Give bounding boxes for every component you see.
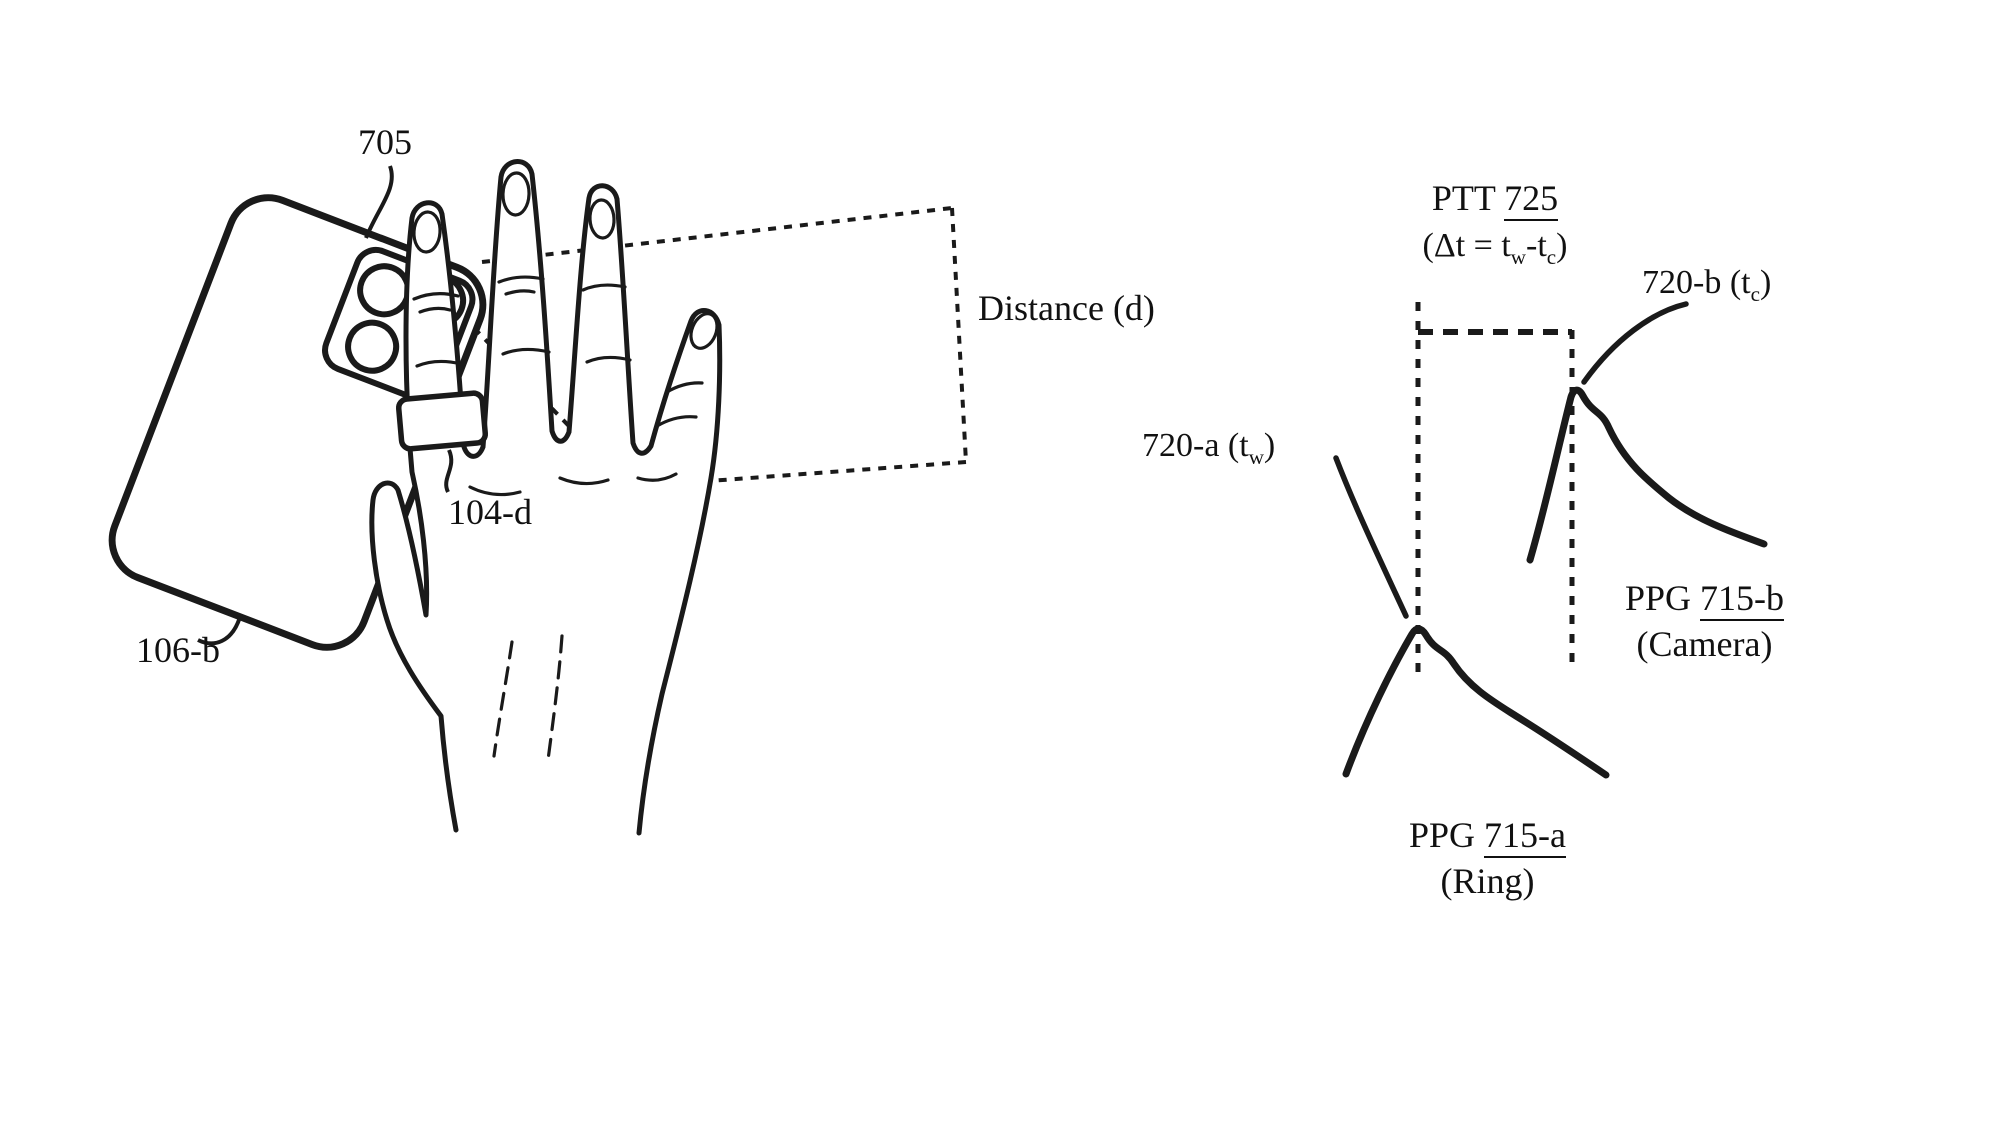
ring-peak-label: 720-a (tw): [1142, 426, 1276, 467]
ring-sensor-group: [395, 390, 489, 452]
palm-line: [492, 640, 514, 758]
ring-band: [395, 390, 489, 452]
finger-crease: [585, 355, 632, 364]
ppg-camera-label: PPG 715-b: [1582, 578, 1827, 621]
knuckle-crease: [636, 472, 678, 482]
camera-ppg-waveform: [1526, 386, 1768, 564]
ppg-ring-ref: 715-a: [1484, 815, 1566, 858]
hand-outline: [369, 159, 723, 836]
hand-details: [412, 171, 719, 762]
fingernail: [501, 171, 531, 217]
device-ref-text: 106-b: [136, 630, 220, 670]
fingernail: [412, 210, 442, 254]
formula-part: -t: [1526, 227, 1547, 264]
ppg-ring-source-text: (Ring): [1440, 861, 1535, 901]
formula-subscript: c: [1546, 244, 1557, 269]
camera-peak-part: ): [1759, 264, 1772, 301]
fov-top-dashed-line: [481, 206, 953, 264]
finger-crease: [655, 415, 698, 428]
finger-crease: [581, 283, 627, 292]
ppg-camera-ref: 715-b: [1700, 578, 1785, 621]
knuckle-crease: [468, 485, 522, 497]
ptt-formula-label: (Δt = tw-tc): [1368, 226, 1622, 267]
camera-peak-part: 720-b (t: [1642, 264, 1751, 301]
distance-label: Distance (d): [978, 288, 1155, 329]
signal-timing-diagram: [1333, 301, 1768, 779]
finger-crease: [665, 381, 704, 394]
camera-peak-subscript: c: [1750, 281, 1760, 306]
camera-peak-label: 720-b (tc): [1642, 263, 1772, 304]
ring-ppg-waveform: [1342, 625, 1610, 779]
ring-peak-subscript: w: [1248, 444, 1264, 469]
finger-crease: [497, 275, 545, 284]
ptt-prefix: PTT: [1431, 178, 1505, 218]
ptt-ref: 725: [1504, 178, 1559, 221]
knuckle-crease: [558, 476, 610, 486]
device-ref-label: 106-b: [108, 630, 248, 671]
finger-crease: [501, 347, 551, 356]
ring-ref-leader-line: [444, 449, 454, 493]
camera-ref-label: 705: [340, 122, 430, 163]
camera-lens-icon: [345, 319, 400, 374]
formula-part: (Δt = t: [1422, 227, 1511, 264]
camera-peak-leader-line: [1581, 301, 1689, 385]
finger-crease: [415, 359, 463, 368]
camera-ref-text: 705: [358, 122, 412, 162]
palm-line: [546, 634, 564, 762]
ring-peak-part: 720-a (t: [1142, 427, 1249, 464]
ppg-camera-prefix: PPG: [1624, 578, 1701, 618]
finger-crease: [418, 306, 452, 314]
fingernail: [689, 312, 719, 350]
distance-right-dashed-edge: [950, 207, 968, 463]
ppg-camera-source-text: (Camera): [1636, 624, 1773, 664]
device-ref-leader-line: [197, 616, 242, 646]
fingernail: [588, 198, 616, 240]
ring-ref-label: 104-d: [420, 492, 560, 533]
ppg-camera-source-label: (Camera): [1582, 624, 1827, 665]
formula-subscript: w: [1510, 244, 1527, 269]
ring-ref-text: 104-d: [448, 492, 532, 532]
finger-crease: [504, 289, 536, 296]
ppg-ring-prefix: PPG: [1408, 815, 1485, 855]
formula-part: ): [1556, 227, 1568, 264]
ring-peak-part: ): [1263, 427, 1276, 464]
distance-text: Distance (d): [978, 288, 1155, 328]
ppg-ring-label: PPG 715-a: [1365, 815, 1610, 858]
finger-crease: [412, 292, 460, 301]
ppg-ring-source-label: (Ring): [1365, 861, 1610, 902]
camera-ref-leader-line: [364, 165, 394, 239]
ring-peak-leader-line: [1333, 455, 1409, 619]
ptt-label: PTT 725: [1395, 178, 1595, 221]
